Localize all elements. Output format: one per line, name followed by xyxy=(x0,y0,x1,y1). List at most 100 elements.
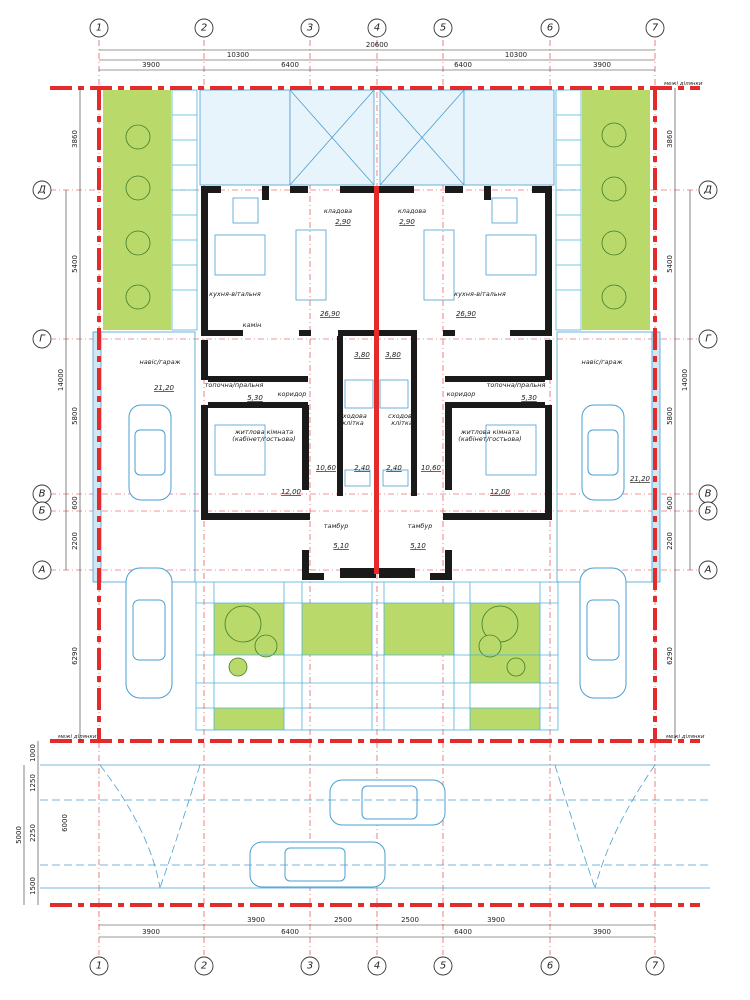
dim-bottom-seg: 2500 xyxy=(334,916,352,924)
tree-icon xyxy=(506,657,526,677)
axis-label: 6 xyxy=(547,23,553,34)
room-label-corridor-left: коридор xyxy=(278,390,307,398)
tree-icon xyxy=(125,124,151,150)
axis-label: Г xyxy=(39,334,46,345)
area-vestibule-right: 5,10 xyxy=(410,542,426,550)
axis-label: А xyxy=(704,565,712,576)
room-label-carport-right: навіс/гараж xyxy=(582,358,623,366)
dimensions-left: 3860 5400 5800 600 2200 6290 14000 1000 … xyxy=(15,88,81,905)
area-pantry-right: 2,90 xyxy=(399,218,415,226)
room-label-boiler-right: топочна/пральня xyxy=(487,381,546,389)
room-label-vestibule-right: тамбур xyxy=(408,522,433,530)
dim-road-outer: 5000 xyxy=(15,826,23,844)
dim-bottom-outer: 6400 xyxy=(281,928,299,936)
axis-markers-bottom: 1 2 3 4 5 6 7 xyxy=(89,956,665,976)
dimensions-top: 20600 10300 10300 3900 6400 6400 3900 xyxy=(99,41,655,71)
axis-label: Г xyxy=(705,334,712,345)
tree-icon xyxy=(125,284,151,310)
car-icon xyxy=(361,785,418,820)
room-label-kitchen-right: кухня-вітальня xyxy=(454,290,506,298)
axis-label: Д xyxy=(37,185,46,196)
room-label-pantry-right: кладова xyxy=(398,207,426,215)
dim-bottom-outer: 6400 xyxy=(454,928,472,936)
lawn-front-2 xyxy=(302,603,372,655)
dim-road: 1250 xyxy=(29,774,37,792)
dim-right-overall: 14000 xyxy=(681,369,689,391)
dim-seg: 3900 xyxy=(593,61,611,69)
room-labels: кухня-вітальня 26,90 кухня-вітальня 26,9… xyxy=(140,207,651,550)
terrace-left xyxy=(199,89,291,186)
dim-road: 2250 xyxy=(29,824,37,842)
axis-label: 5 xyxy=(440,961,446,972)
area-carport-right: 21,20 xyxy=(630,475,651,483)
axis-label: 1 xyxy=(96,23,102,34)
dim-bottom-outer: 3900 xyxy=(593,928,611,936)
site-boundary xyxy=(50,86,700,907)
axis-label: 2 xyxy=(201,961,207,972)
axis-label: 1 xyxy=(96,961,102,972)
dim-left-seg: 6290 xyxy=(71,647,79,665)
building-walls xyxy=(201,186,552,580)
axis-markers-left: Д Г В Б А xyxy=(32,180,52,580)
room-label-living-right-1: житлова кімната xyxy=(460,428,520,436)
room-label-vestibule-left: тамбур xyxy=(324,522,349,530)
room-label-stair-right-2: клітка xyxy=(391,419,413,427)
area-corridor-right: 10,60 xyxy=(421,464,442,472)
car-icons xyxy=(125,404,627,888)
dim-bottom-seg: 2500 xyxy=(401,916,419,924)
car-icon xyxy=(284,847,346,882)
road xyxy=(40,764,710,889)
axis-label: 3 xyxy=(307,961,313,972)
furniture xyxy=(214,197,537,487)
tree-icon xyxy=(224,605,262,643)
tree-icon xyxy=(228,657,248,677)
axis-label: 4 xyxy=(374,961,380,972)
room-label-boiler-left: топочна/пральня xyxy=(205,381,264,389)
dim-half-right: 10300 xyxy=(505,51,527,59)
room-label-corridor-right: коридор xyxy=(447,390,476,398)
dimensions-bottom: 3900 2500 2500 3900 3900 6400 6400 3900 xyxy=(99,916,655,938)
dim-bottom-seg: 3900 xyxy=(487,916,505,924)
area-pantry-left: 2,90 xyxy=(335,218,351,226)
area-corridor-left: 10,60 xyxy=(316,464,337,472)
paving-tiles xyxy=(171,89,582,731)
dim-left-seg: 2200 xyxy=(71,532,79,550)
axis-markers-right: Д Г В Б А xyxy=(698,180,718,580)
room-label-living-left-2: (кабінет/гостьова) xyxy=(232,435,295,443)
dim-bottom-seg: 3900 xyxy=(247,916,265,924)
area-kitchen-right: 26,90 xyxy=(456,310,477,318)
area-wc-left: 2,40 xyxy=(354,464,370,472)
dim-left-seg: 600 xyxy=(71,496,79,509)
axis-label: 7 xyxy=(652,23,659,34)
car-icon xyxy=(586,599,620,661)
dim-left-seg: 3860 xyxy=(71,130,79,148)
lawn-front-6 xyxy=(470,708,540,730)
boundary-label: межі ділянки xyxy=(664,81,703,87)
room-label-carport-left: навіс/гараж xyxy=(140,358,181,366)
room-label-living-left-1: житлова кімната xyxy=(234,428,294,436)
terrace-right xyxy=(463,89,555,186)
area-kitchen-left: 26,90 xyxy=(320,310,341,318)
dim-left-seg: 5400 xyxy=(71,255,79,273)
label-fireplace-left: камін xyxy=(243,321,262,329)
car-icon xyxy=(134,429,166,476)
terraces xyxy=(199,89,555,186)
boundary-label: межі ділянки xyxy=(666,734,705,740)
axis-label: Д xyxy=(703,185,712,196)
dim-left-overall: 14000 xyxy=(57,369,65,391)
tree-icon xyxy=(125,230,151,256)
area-living-left: 12,00 xyxy=(281,488,302,496)
dim-seg: 6400 xyxy=(281,61,299,69)
boundary-labels: межі ділянки межі ділянки межі ділянки xyxy=(58,81,705,740)
area-wc-right: 2,40 xyxy=(386,464,402,472)
area-vestibule-left: 5,10 xyxy=(333,542,349,550)
tree-icon xyxy=(601,176,627,202)
dim-right-seg: 2200 xyxy=(666,532,674,550)
area-carport-left: 21,20 xyxy=(154,384,175,392)
dim-overall: 20600 xyxy=(366,41,388,49)
axis-label: А xyxy=(38,565,46,576)
car-icon xyxy=(132,599,166,661)
lawn-front-5 xyxy=(214,708,284,730)
axis-label: 6 xyxy=(547,961,553,972)
room-label-living-right-2: (кабінет/гостьова) xyxy=(458,435,521,443)
